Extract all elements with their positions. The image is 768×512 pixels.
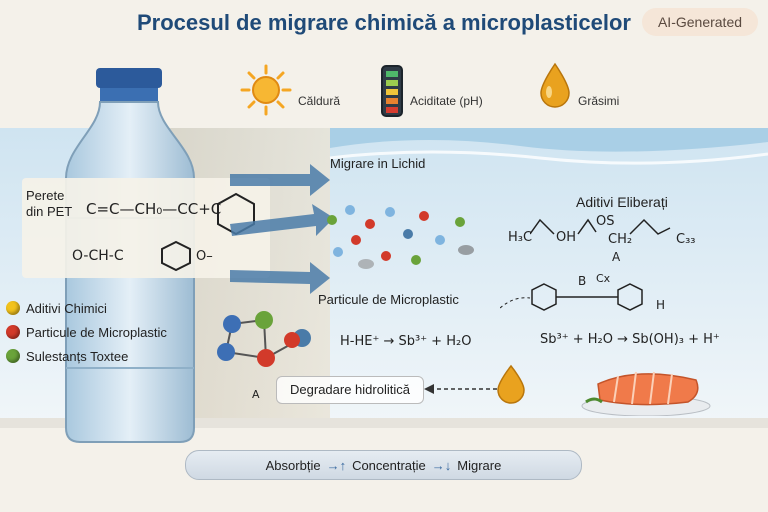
equation-left: H-HE⁺ → Sb³⁺ + H₂O [340,334,471,349]
oil-drop-food-icon [494,364,528,404]
legend-dot-green [6,349,20,363]
pet-formula-top: C=C—CH₀—CC+C [86,200,221,218]
oil-drop-icon [538,62,572,110]
hydrolytic-degradation-box: Degradare hidrolitică [276,376,424,404]
particle-cloud [320,200,500,280]
pet-ring-bottom [158,240,194,272]
sun-icon [240,64,292,116]
absorption-label: Absorbție [266,458,321,473]
pet-formula-bottom: O-CH-C [72,248,124,264]
migration-liquid-label: Migrare in Lichid [330,156,425,171]
wall-label-line1: Perete [26,188,64,203]
ai-generated-badge: AI-Generated [642,8,758,36]
additive-formula-a: A [612,250,620,264]
legend-microplastic-particles: Particule de Microplastic [6,322,167,342]
legend-chemical-additives: Aditivi Chimici [6,298,107,318]
released-additives-label: Aditivi Eliberați [576,194,668,210]
arrow-right-icon: →↑ [327,458,347,473]
legend-dot-yellow [6,301,20,315]
migration-label: Migrare [457,458,501,473]
small-a-label: A [252,388,260,401]
legend-label: Aditivi Chimici [26,301,107,316]
arrow-right-down-icon: →↓ [432,458,452,473]
legend-label: Particule de Microplastic [26,325,167,340]
degradation-arrow [424,382,504,396]
process-summary-bar: Absorbție →↑ Concentrație →↓ Migrare [185,450,582,480]
sb-structure-h: H [656,298,665,312]
concentration-label: Concentrație [352,458,426,473]
microplastic-particles-label: Particule de Microplastic [318,292,459,307]
equation-right: Sb³⁺ + H₂O → Sb(OH)₃ + H⁺ [540,332,720,347]
additive-formula-h3c: H₃C [508,230,532,245]
salmon-plate-icon [578,362,714,416]
legend-dot-red [6,325,20,339]
legend-toxic-substances: Sulestanțs Toxtee [6,346,128,366]
heat-label: Căldură [298,94,340,108]
sb-structure-b: B [578,274,586,288]
fats-label: Grăsimi [578,94,619,108]
pet-formula-tail: O– [196,249,213,264]
acidity-label: Aciditate (pH) [410,94,483,108]
legend-label: Sulestanțs Toxtee [26,349,128,364]
ph-meter-icon [380,64,404,118]
wall-label-line2: din PET [26,204,72,219]
additive-bonds [530,212,680,242]
sb-structure-cx: Cx [596,272,610,285]
